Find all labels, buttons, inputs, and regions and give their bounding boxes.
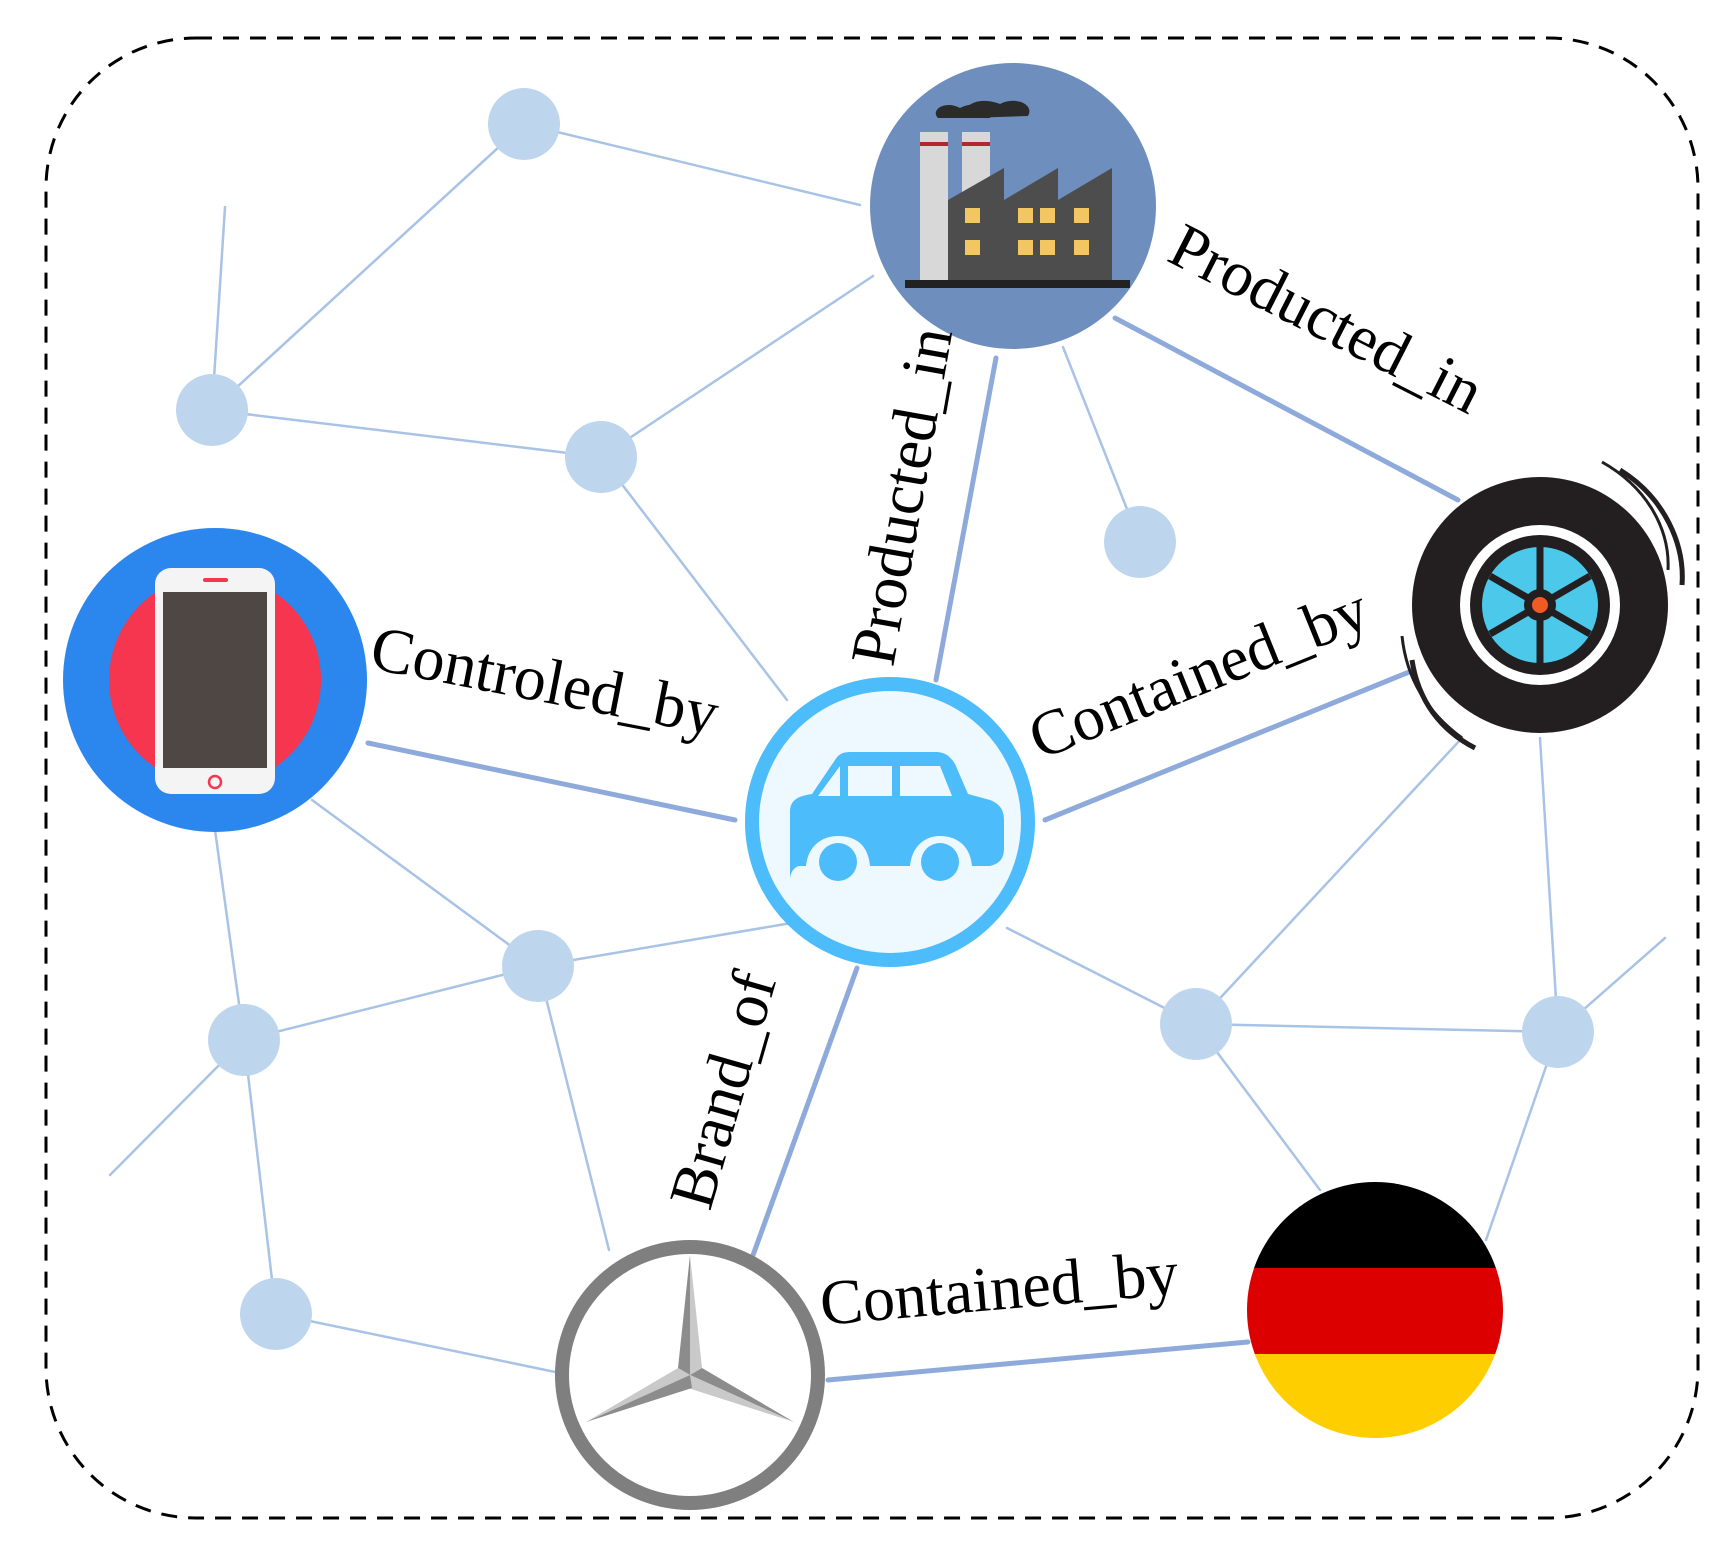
edge-car-brand xyxy=(749,965,860,1261)
smartphone-icon xyxy=(63,528,367,832)
factory-icon xyxy=(870,63,1156,349)
label-brand-of: Brand_of xyxy=(655,963,790,1216)
background-edges xyxy=(108,122,1667,1375)
edge-car-tire xyxy=(1042,667,1417,823)
background-nodes xyxy=(176,88,1594,1350)
car-icon xyxy=(745,677,1035,967)
edge-phone-car xyxy=(365,740,738,823)
background-node xyxy=(176,374,248,446)
tire-icon xyxy=(1400,460,1685,751)
label-contained-by-car-tire: Contained_by xyxy=(1019,573,1379,773)
background-node xyxy=(488,88,560,160)
relation-edges xyxy=(365,315,1461,1383)
label-contained-by-brand-germany: Contained_by xyxy=(817,1237,1181,1339)
edge-brand-germany xyxy=(825,1339,1251,1383)
three-pointed-star-logo-icon xyxy=(555,1240,825,1510)
dashed-border xyxy=(44,36,1700,1520)
label-controled-by: Controled_by xyxy=(365,612,724,749)
background-node xyxy=(208,1004,280,1076)
edge-factory-tire xyxy=(1112,315,1461,503)
label-producted-in-diagonal: Producted_in xyxy=(1159,209,1495,427)
germany-flag-icon xyxy=(1247,1182,1503,1438)
background-node xyxy=(1160,988,1232,1060)
edge-factory-car xyxy=(933,355,999,683)
background-node xyxy=(502,930,574,1002)
background-node xyxy=(1522,996,1594,1068)
background-node xyxy=(1104,506,1176,578)
background-node xyxy=(565,421,637,493)
background-node xyxy=(240,1278,312,1350)
